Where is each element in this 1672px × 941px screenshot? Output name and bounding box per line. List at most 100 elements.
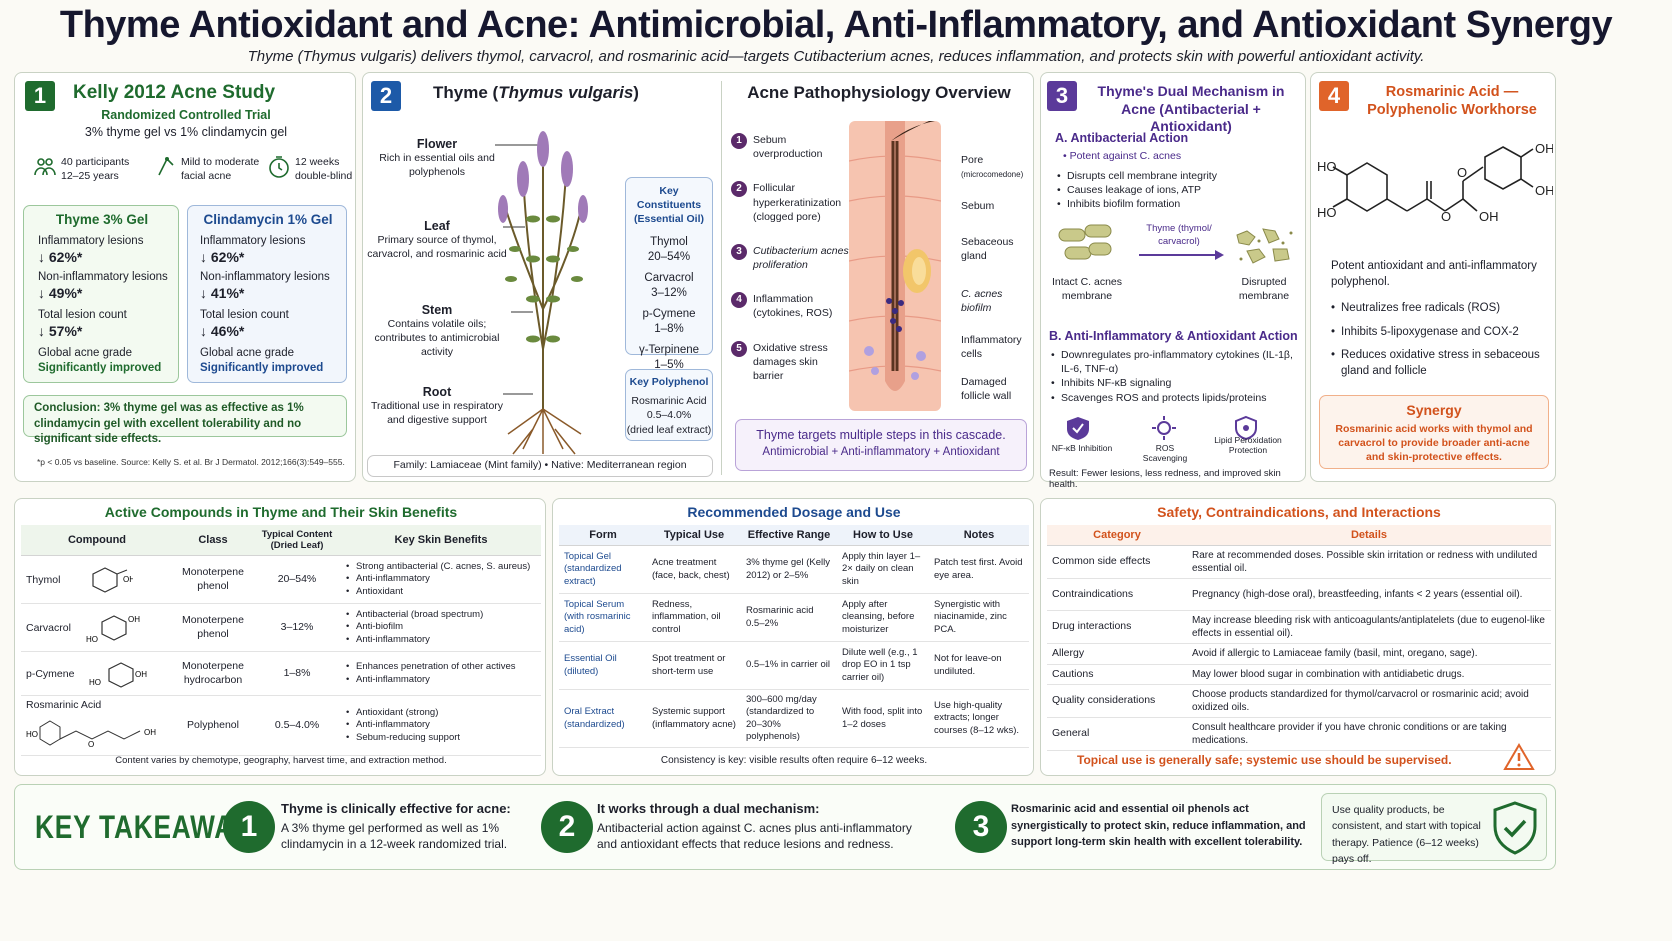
plant-part-desc: Rich in essential oils and polyphenols <box>379 152 495 179</box>
dosage-cell: Patch test first. Avoid eye area. <box>929 545 1029 594</box>
study-footnote: *p < 0.05 vs baseline. Source: Kelly S. … <box>37 457 345 467</box>
dosage-panel: Recommended Dosage and Use Form Typical … <box>552 498 1034 776</box>
dosage-cell: 300–600 mg/day (standardized to 20–30% p… <box>741 689 837 748</box>
antibacterial-item: Causes leakage of ions, ATP <box>1057 183 1297 197</box>
anatomy-label: C. acnes biofilm <box>961 287 1031 333</box>
svg-text:OH: OH <box>1479 209 1499 224</box>
dosage-cell: Use high-quality extracts; longer course… <box>929 689 1029 748</box>
anti-inflammatory-item: Inhibits NF-κB signaling <box>1051 376 1301 390</box>
plant-part-desc: Contains volatile oils; contributes to a… <box>374 318 500 359</box>
icon-label: Lipid Peroxidation Protection <box>1214 435 1282 456</box>
face-icon <box>155 155 177 184</box>
icon-label: ROS Scavenging <box>1142 443 1188 464</box>
mechanism-title: Thyme's Dual Mechanism in Acne (Antibact… <box>1097 83 1285 134</box>
section-number: 3 <box>1047 81 1077 111</box>
safety-detail: May lower blood sugar in combination wit… <box>1187 664 1551 686</box>
table-header: Category <box>1047 525 1187 546</box>
constituents-title: Key Constituents (Essential Oil) <box>633 185 705 226</box>
compounds-title: Active Compounds in Thyme and Their Skin… <box>104 504 458 520</box>
compound-content: 0.5–4.0% <box>253 695 341 756</box>
cascade-line-2: Antimicrobial + Anti-inflammatory + Anti… <box>762 446 1000 458</box>
plant-part-stem: Stem Contains volatile oils; contributes… <box>367 303 507 360</box>
final-tip-text: Use quality products, be consistent, and… <box>1332 804 1481 865</box>
safety-category: Allergy <box>1047 643 1187 665</box>
dosage-cell: Dilute well (e.g., 1 drop EO in 1 tsp ca… <box>837 641 929 690</box>
thyme-row-value: ↓ 49%* <box>38 285 83 301</box>
lipid-protection-icon <box>1231 415 1261 446</box>
table-header: Class <box>173 525 253 556</box>
thyme-plant-illustration <box>495 131 588 455</box>
takeaway-number: 3 <box>955 801 1007 853</box>
table-header: Details <box>1187 525 1551 546</box>
compound-class: Monoterpene phenol <box>173 555 253 604</box>
label-text: C. acnes biofilm <box>961 288 1003 315</box>
plant-part-leaf: Leaf Primary source of thymol, carvacrol… <box>367 219 507 261</box>
dosage-footnote: Consistency is key: visible results ofte… <box>660 755 928 766</box>
rosmarinic-title: Rosmarinic Acid — Polyphenolic Workhorse <box>1367 84 1537 119</box>
svg-text:HO: HO <box>86 635 98 644</box>
svg-text:OH: OH <box>144 728 156 737</box>
section-number: 1 <box>25 81 55 111</box>
dosage-cell: 3% thyme gel (Kelly 2012) or 2–5% <box>741 545 837 594</box>
synergy-title: Synergy <box>1406 402 1462 418</box>
step-text: Inflammation (cytokines, ROS) <box>753 293 833 320</box>
antibacterial-title: A. Antibacterial Action <box>1055 131 1189 145</box>
table-row: Thymol OH Monoterpene phenol 20–54% Stro… <box>21 555 541 604</box>
disrupted-bacteria-icon <box>1236 228 1293 264</box>
compound-class: Monoterpene hydrocarbon <box>173 651 253 696</box>
dosage-cell: Apply thin layer 1–2× daily on clean ski… <box>837 545 929 594</box>
takeaways-panel: KEY TAKEAWAYS 1 Thyme is clinically effe… <box>14 784 1556 870</box>
rosmarinic-description: Potent antioxidant and anti-inflammatory… <box>1331 260 1537 288</box>
takeaway-item-1: Thyme is clinically effective for acne: … <box>281 801 531 852</box>
thyme-box-title: Thyme 3% Gel <box>55 212 149 227</box>
clinda-row-label: Total lesion count <box>200 309 289 321</box>
warning-icon <box>1503 743 1535 770</box>
safety-detail: May increase bleeding risk with anticoag… <box>1187 610 1551 644</box>
takeaway-head: Thyme is clinically effective for acne: <box>281 801 511 816</box>
anatomy-label: Sebaceous gland <box>961 235 1031 287</box>
table-row: Essential Oil (diluted) Spot treatment o… <box>559 641 1029 690</box>
step-text: Sebum overproduction <box>753 134 823 161</box>
step-number: 5 <box>731 340 747 357</box>
safety-category: Quality considerations <box>1047 684 1187 719</box>
constituent-name: γ-Terpinene <box>638 343 700 356</box>
rosmarinic-item: Inhibits 5-lipoxygenase and COX-2 <box>1331 325 1549 341</box>
table-row: Oral Extract (standardized) Systemic sup… <box>559 689 1029 748</box>
dosage-cell: Rosmarinic acid 0.5–2% <box>741 593 837 642</box>
anatomy-label: Damaged follicle wall <box>961 375 1031 403</box>
benefit-item: Anti-biofilm <box>346 621 536 634</box>
cascade-box: Thyme targets multiple steps in this cas… <box>735 419 1027 471</box>
table-row: Topical Serum (with rosmarinic acid) Red… <box>559 593 1029 642</box>
panel-divider <box>721 81 722 475</box>
thyme-row-value: ↓ 57%* <box>38 323 83 339</box>
safety-detail: Choose products standardized for thymol/… <box>1187 684 1551 719</box>
compound-content: 3–12% <box>253 603 341 652</box>
plant-part-name: Root <box>422 385 452 399</box>
plant-part-flower: Flower Rich in essential oils and polyph… <box>367 137 507 179</box>
stat-severity: Mild to moderate facial acne <box>181 156 260 183</box>
takeaway-body: Rosmarinic acid and essential oil phenol… <box>1011 803 1306 848</box>
section-number: 4 <box>1319 81 1349 111</box>
rosmarinic-panel: 4 Rosmarinic Acid — Polyphenolic Workhor… <box>1310 72 1556 482</box>
svg-text:HO: HO <box>89 678 101 687</box>
svg-text:HO: HO <box>1317 205 1337 220</box>
dosage-form: Essential Oil (diluted) <box>559 641 647 690</box>
stat-duration: 12 weeks double-blind <box>295 156 353 183</box>
dosage-title: Recommended Dosage and Use <box>687 504 901 520</box>
step-text: Cutibacterium acnes proliferation <box>753 244 849 272</box>
polyphenol-range: 0.5–4.0% <box>646 409 692 422</box>
study-conclusion: Conclusion: 3% thyme gel was as effectiv… <box>23 395 347 445</box>
antibacterial-sub: • Potent against C. acnes <box>1063 150 1182 162</box>
compound-name: Rosmarinic Acid <box>26 699 102 712</box>
synergy-text: Rosmarinic acid works with thymol and ca… <box>1335 423 1533 464</box>
plant-part-name: Stem <box>421 303 453 317</box>
label-sub: (microcomedone) <box>961 170 1024 180</box>
thyme-grade-value: Significantly improved <box>38 362 162 374</box>
